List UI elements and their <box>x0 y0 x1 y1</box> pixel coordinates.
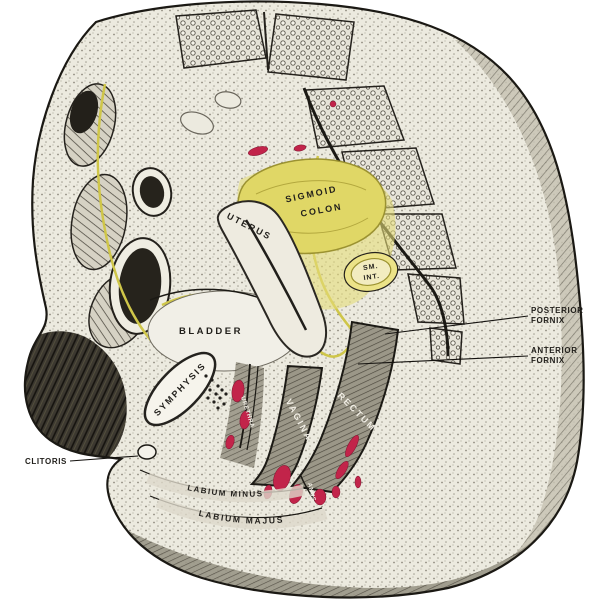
label-anterior-fornix-1: ANTERIOR <box>531 346 578 355</box>
label-bladder: BLADDER <box>179 326 243 337</box>
buttock-shading <box>430 30 584 598</box>
small-intestine <box>343 251 399 293</box>
thigh-shading <box>85 512 575 598</box>
label-anterior-fornix-2: FORNIX <box>531 356 565 365</box>
leader-anterior-fornix <box>357 355 529 365</box>
leader-lines <box>69 315 529 462</box>
uterus <box>216 200 328 358</box>
labia <box>139 469 328 530</box>
leader-clitoris <box>69 455 139 462</box>
spine-vertebrae <box>175 9 355 81</box>
label-smint-line2: INT. <box>363 273 380 282</box>
label-smint-line1: SM. <box>363 263 379 272</box>
label-posterior-fornix-1: POSTERIOR <box>531 306 584 315</box>
label-clitoris: CLITORIS <box>25 457 67 466</box>
shadow-loops <box>108 91 242 335</box>
blood-vessels <box>225 100 362 506</box>
body-section <box>24 1 584 598</box>
label-anus: ANUS <box>306 482 316 502</box>
leader-posterior-fornix <box>384 315 529 335</box>
pubic-symphysis <box>143 351 228 427</box>
shadow-recess-upper <box>69 90 99 134</box>
label-posterior-fornix-2: FORNIX <box>531 316 565 325</box>
clitoris <box>137 444 157 460</box>
symphysis-dots <box>204 374 228 410</box>
body-outline <box>23 0 585 599</box>
